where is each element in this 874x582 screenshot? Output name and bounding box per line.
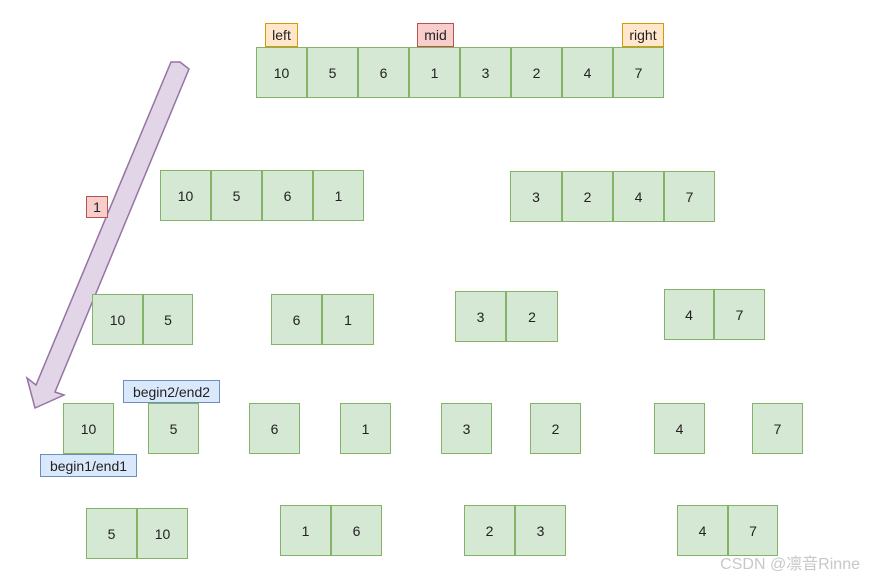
array-cell: 5 bbox=[211, 170, 262, 221]
left-pointer-label: left bbox=[265, 23, 298, 47]
array-cell: 2 bbox=[464, 505, 515, 556]
array-cell: 5 bbox=[148, 403, 199, 454]
array-cell: 1 bbox=[322, 294, 374, 345]
array-cell: 1 bbox=[280, 505, 331, 556]
array-cell: 5 bbox=[307, 47, 358, 98]
array-cell: 10 bbox=[160, 170, 211, 221]
array-cell: 1 bbox=[340, 403, 391, 454]
array-cell: 6 bbox=[358, 47, 409, 98]
array-cell: 7 bbox=[714, 289, 765, 340]
array-cell: 10 bbox=[63, 403, 114, 454]
array-cell: 7 bbox=[664, 171, 715, 222]
array-cell: 4 bbox=[664, 289, 714, 340]
array-cell: 5 bbox=[86, 508, 137, 559]
array-cell: 7 bbox=[752, 403, 803, 454]
array-cell: 4 bbox=[613, 171, 664, 222]
array-cell: 7 bbox=[728, 505, 778, 556]
array-cell: 6 bbox=[262, 170, 313, 221]
array-cell: 2 bbox=[511, 47, 562, 98]
array-cell: 3 bbox=[510, 171, 562, 222]
array-cell: 5 bbox=[143, 294, 193, 345]
array-cell: 6 bbox=[271, 294, 322, 345]
array-cell: 2 bbox=[530, 403, 581, 454]
array-cell: 4 bbox=[654, 403, 705, 454]
right-pointer-label: right bbox=[622, 23, 664, 47]
arrow-step-label: 1 bbox=[86, 196, 108, 218]
array-cell: 3 bbox=[460, 47, 511, 98]
array-cell: 1 bbox=[409, 47, 460, 98]
array-cell: 3 bbox=[441, 403, 492, 454]
array-cell: 2 bbox=[506, 291, 558, 342]
array-cell: 7 bbox=[613, 47, 664, 98]
array-cell: 6 bbox=[331, 505, 382, 556]
begin2-end2-label: begin2/end2 bbox=[123, 380, 220, 403]
begin1-end1-label: begin1/end1 bbox=[40, 454, 137, 477]
array-cell: 10 bbox=[256, 47, 307, 98]
array-cell: 3 bbox=[455, 291, 506, 342]
array-cell: 10 bbox=[137, 508, 188, 559]
array-cell: 10 bbox=[92, 294, 143, 345]
array-cell: 3 bbox=[515, 505, 566, 556]
mid-pointer-label: mid bbox=[417, 23, 454, 47]
watermark: CSDN @凛音Rinne bbox=[720, 556, 860, 573]
array-cell: 6 bbox=[249, 403, 300, 454]
array-cell: 4 bbox=[677, 505, 728, 556]
array-cell: 4 bbox=[562, 47, 613, 98]
array-cell: 2 bbox=[562, 171, 613, 222]
array-cell: 1 bbox=[313, 170, 364, 221]
